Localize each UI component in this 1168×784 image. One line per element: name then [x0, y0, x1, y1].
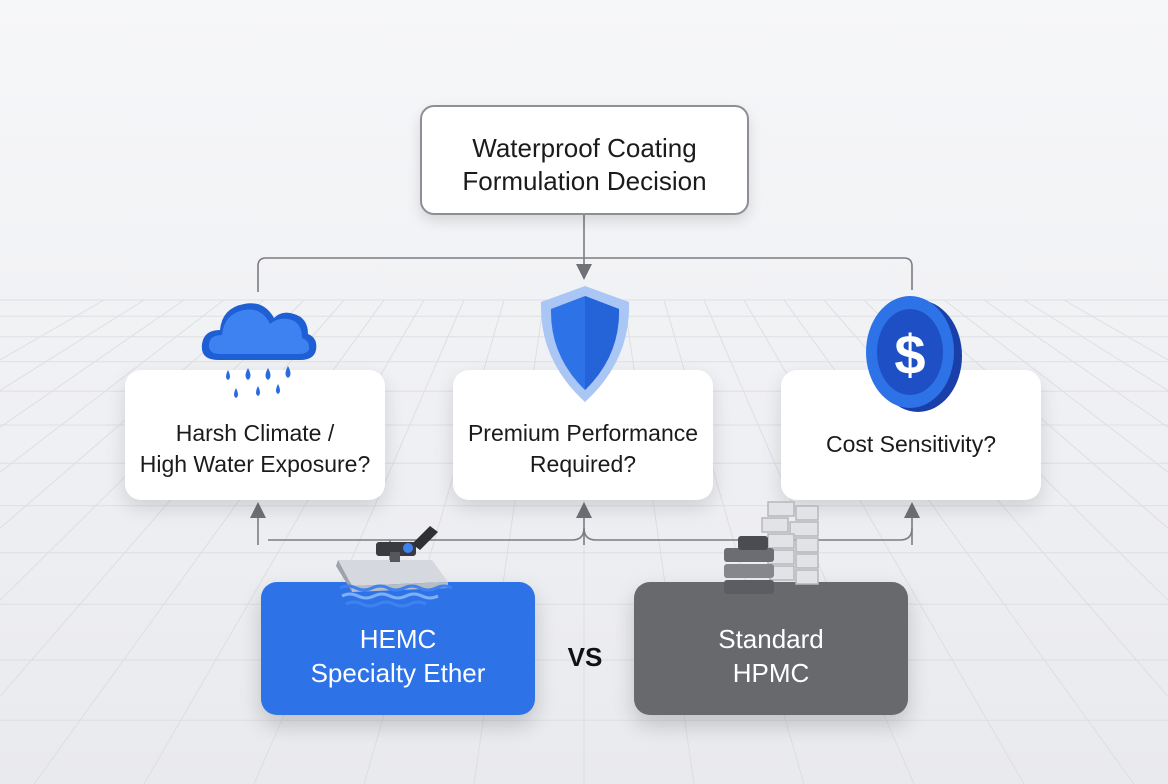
option-2-line2: HPMC — [732, 657, 810, 688]
rain-cloud-icon — [201, 303, 317, 398]
root-title-line1: Waterproof Coating — [472, 133, 697, 163]
brick-wall-icon — [724, 501, 819, 594]
trowel-icon — [336, 526, 453, 608]
root-title-line2: Formulation Decision — [462, 166, 707, 196]
option-1-line2: Specialty Ether — [310, 657, 486, 688]
question-2-line1: Premium Performance — [467, 420, 699, 446]
question-3-line1: Cost Sensitivity? — [825, 430, 996, 457]
svg-text:$: $ — [894, 323, 925, 386]
option-1-line1: HEMC — [359, 623, 437, 654]
versus-label: VS — [567, 642, 603, 672]
top-branch-line — [257, 257, 913, 292]
shield-icon — [540, 286, 630, 402]
dollar-coin-icon: $ — [866, 296, 962, 412]
question-1-line2: High Water Exposure? — [139, 451, 371, 477]
question-harsh-climate-node: Harsh Climate / High Water Exposure? — [125, 370, 385, 500]
question-2-line2: Required? — [529, 451, 637, 477]
option-2-line1: Standard — [718, 623, 824, 654]
question-1-line1: Harsh Climate / — [175, 420, 335, 446]
option-hpmc-node: Standard HPMC — [634, 582, 908, 715]
root-decision-node: Waterproof Coating Formulation Decision — [420, 105, 749, 215]
